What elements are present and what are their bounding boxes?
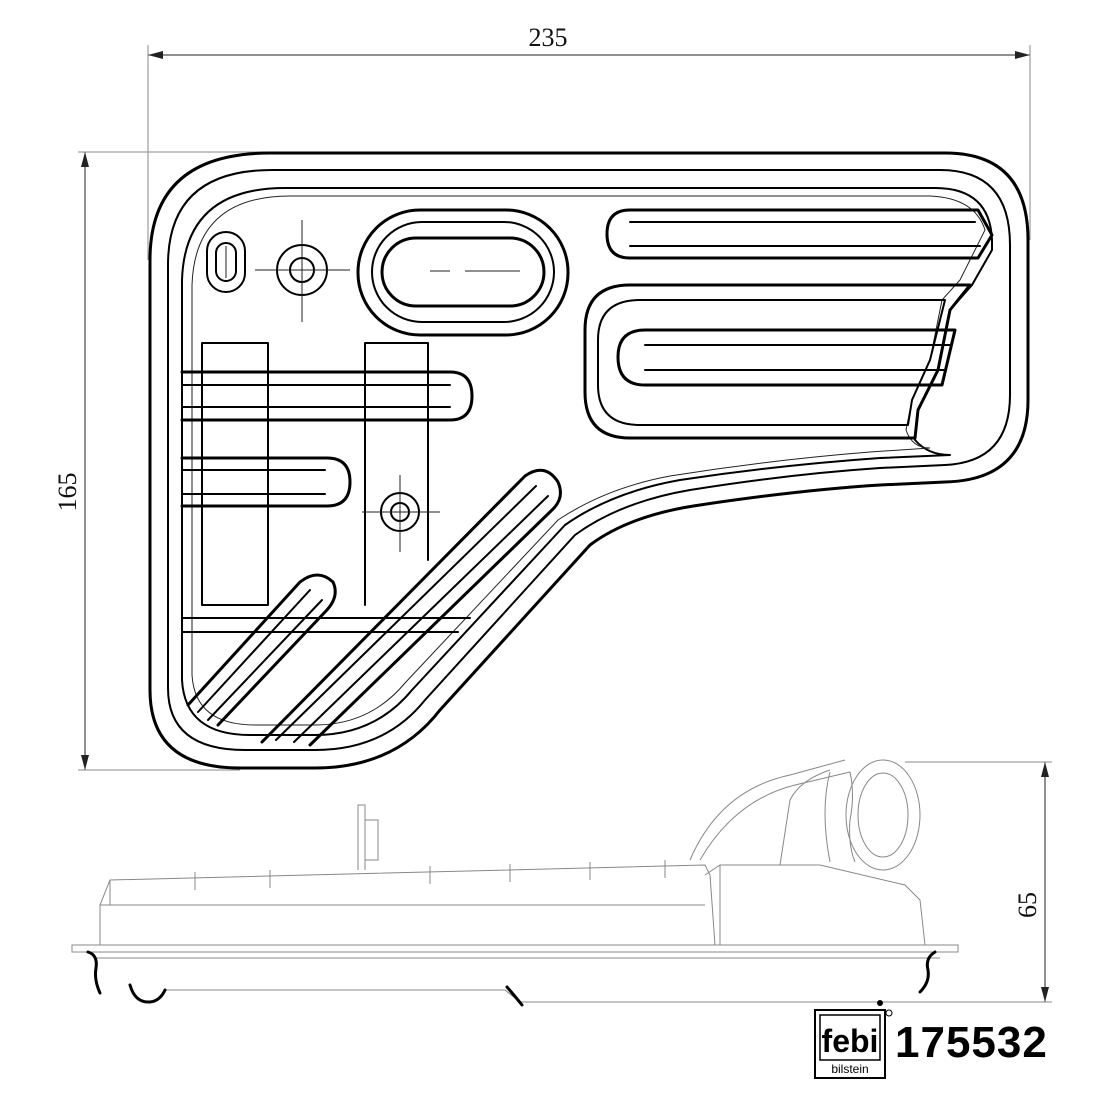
breather-stub: [357, 804, 379, 870]
height-dimension: 165: [53, 151, 290, 771]
pan-base-outline: [191, 195, 986, 726]
drain-slot-inner: [215, 242, 237, 282]
width-dimension: 235: [147, 23, 1031, 260]
flange-outer-outline: [148, 151, 1030, 770]
rib-diagonal-long: [260, 468, 562, 747]
rib-horizontal-lower: [180, 456, 352, 508]
mounting-hole-1: [255, 220, 350, 322]
clip-right: [918, 950, 937, 994]
clip-bottom-middle: [505, 985, 524, 1007]
height-dimension-label: 165: [53, 473, 82, 512]
drain-slot-outer: [206, 231, 246, 293]
side-body-outline: [99, 864, 716, 946]
side-view: [71, 759, 959, 1007]
brand-logo: febi bilstein: [814, 1009, 893, 1079]
rib-diagonal-short: [186, 573, 337, 727]
depth-dimension-label: 65: [1013, 892, 1042, 918]
filter-neck: [689, 759, 851, 866]
depth-dimension: 65: [520, 761, 1052, 1003]
clip-dot: [877, 1000, 883, 1006]
width-dimension-label: 235: [529, 23, 568, 52]
boss-left: [201, 342, 269, 606]
filter-oval-opening: [356, 208, 570, 337]
brand-logo-subtext: bilstein: [831, 1062, 868, 1076]
side-rib-marks: [194, 860, 666, 890]
side-flange: [71, 944, 959, 953]
part-number: 175532: [895, 1018, 1048, 1067]
rib-horizontal-upper: [180, 370, 474, 422]
mounting-hole-2: [362, 475, 440, 552]
flange-inner-outline: [167, 169, 1011, 751]
clip-left: [86, 950, 102, 995]
clip-bottom-left: [128, 983, 167, 1004]
side-raised-section: [704, 864, 926, 946]
rib-group-right: [583, 208, 994, 440]
brand-logo-text: febi: [822, 1023, 879, 1059]
top-view: [148, 151, 1030, 770]
boss-middle: [364, 342, 429, 606]
filter-neck-opening: [845, 759, 921, 871]
